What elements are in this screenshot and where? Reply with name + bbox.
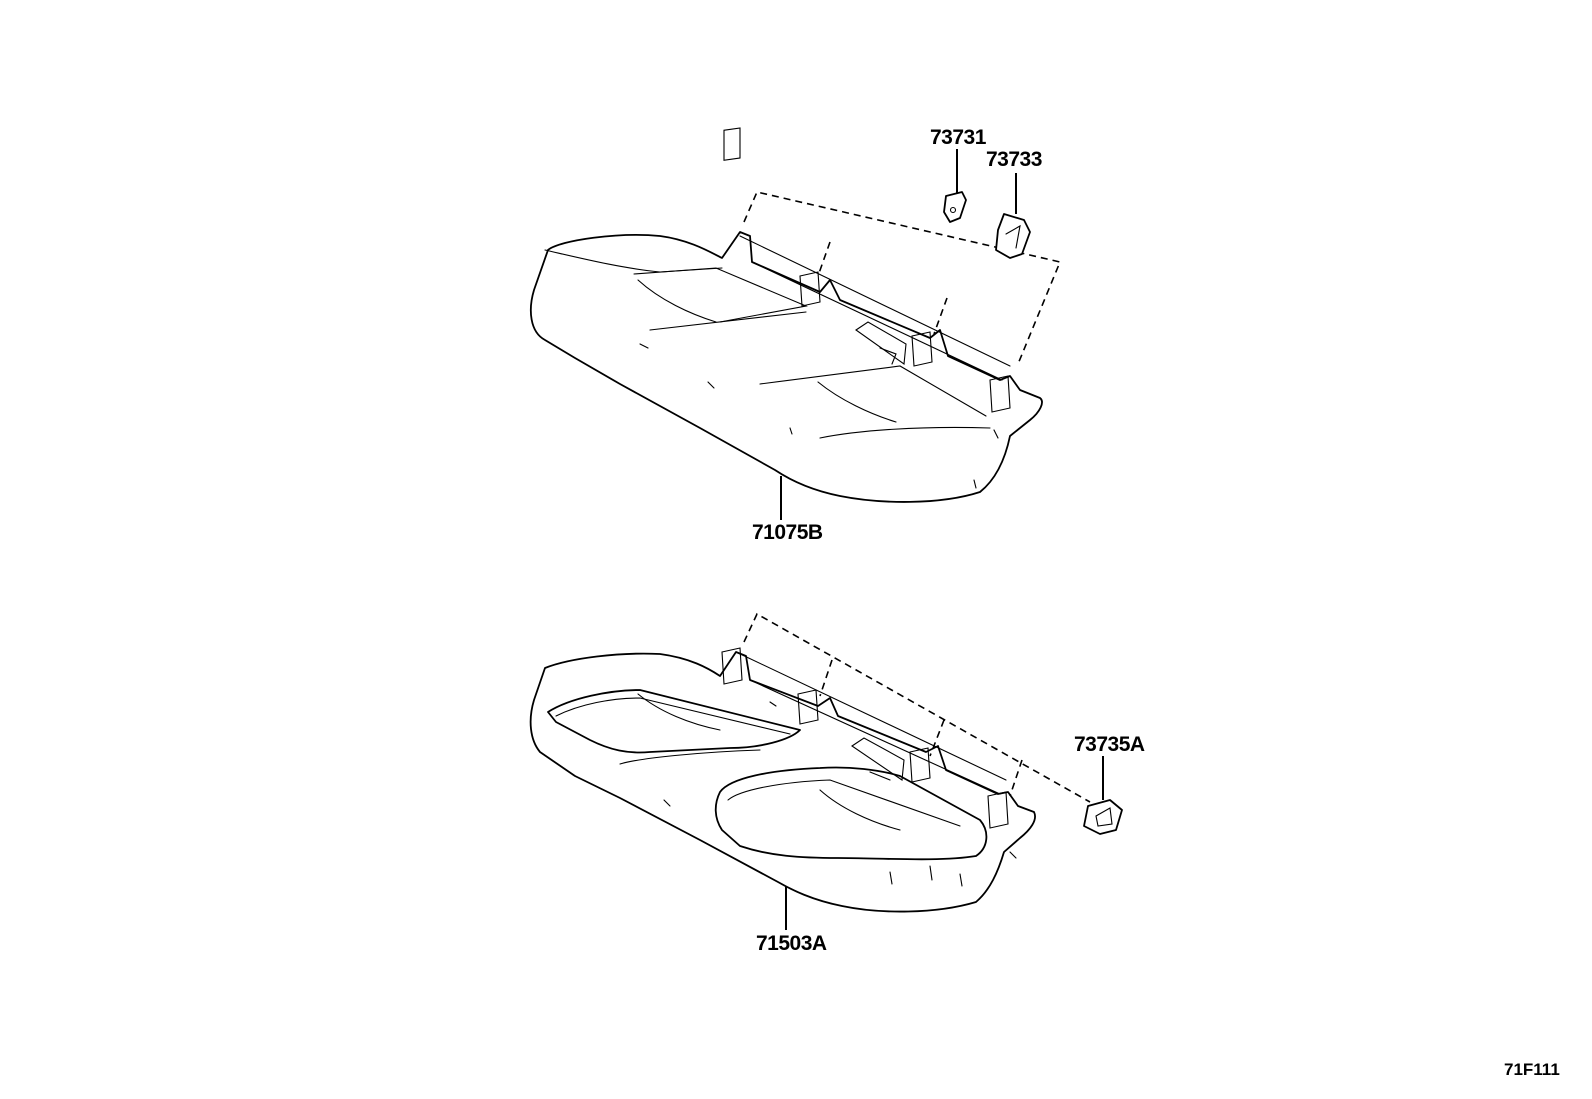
part-label-73735a: 73735A (1074, 733, 1145, 756)
part-label-73731: 73731 (930, 126, 987, 149)
upper-dashed-outline (743, 191, 1062, 365)
clip-73733 (995, 213, 1031, 259)
seat-cushion-pad-71075b (529, 127, 1043, 503)
part-label-73733: 73733 (986, 148, 1042, 171)
diagram-reference-code: 71F111 (1504, 1060, 1560, 1079)
clip-73735a (1083, 799, 1123, 835)
clip-73731 (943, 191, 967, 223)
seat-cushion-cover-71503a (529, 647, 1036, 913)
lower-dashed-outline (743, 612, 1091, 803)
part-label-71075b: 71075B (752, 521, 823, 544)
part-label-71503a: 71503A (756, 932, 827, 955)
